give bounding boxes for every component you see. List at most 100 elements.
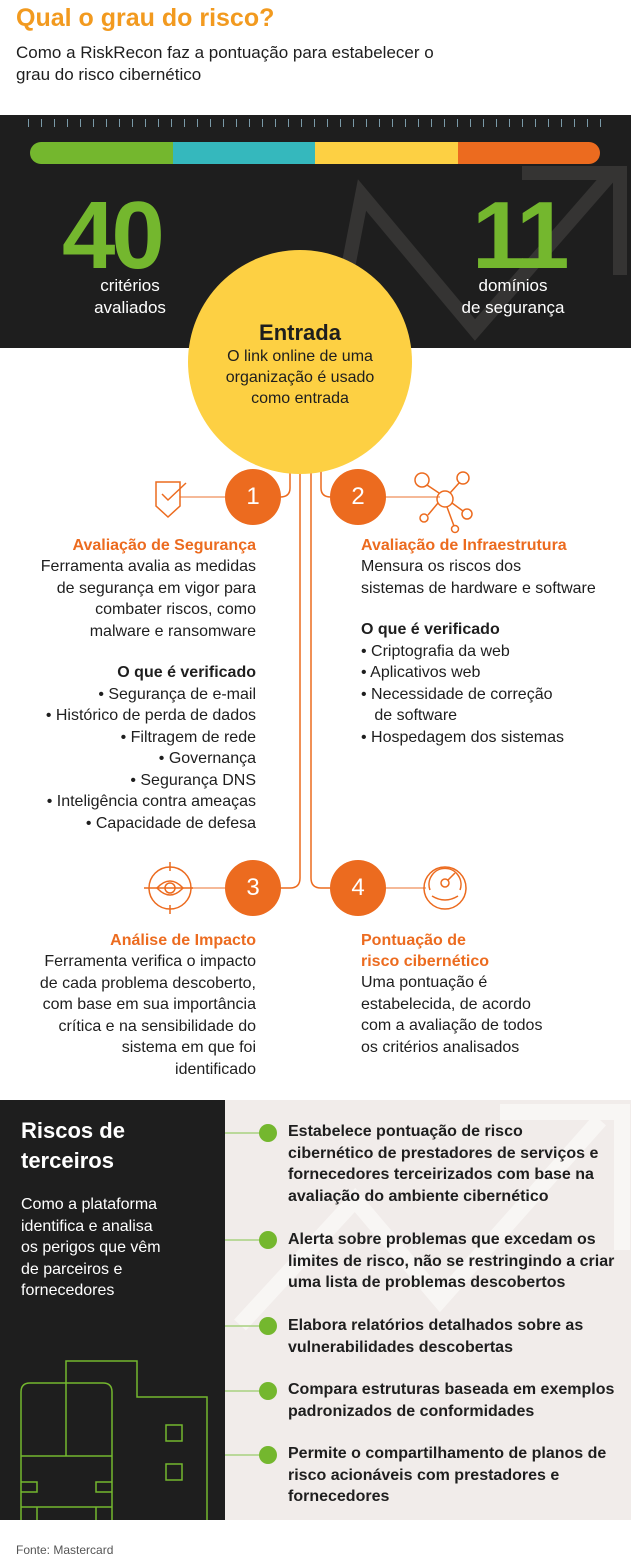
step-3-title: Análise de Impacto [110,932,256,949]
bullet-dot [259,1382,277,1400]
text-line: risco acionáveis com prestadores e [288,1466,560,1484]
step-1-title: Avaliação de Segurança [72,537,257,554]
arrow-background-icon [234,1104,630,1331]
scale-green [30,142,173,164]
step-4-title-2: risco cibernético [361,953,490,970]
step-3-block: Análise de Impacto Ferramenta verifica o… [0,930,256,1080]
step-1-block: Avaliação de Segurança Ferramenta avalia… [0,535,256,834]
text-line: Como a plataforma [21,1196,158,1213]
entry-circle: Entrada O link online de uma organização… [188,250,412,474]
text-line: vulnerabilidades descobertas [288,1338,513,1356]
text-line: • Governança [158,750,256,767]
step-4-text: Uma pontuação é estabelecida, de acordo co… [361,972,631,1058]
feature-item: Estabelece pontuação de risco cibernético… [288,1121,628,1207]
scale-orange [457,142,600,164]
text-line: com base em sua importância [42,996,256,1013]
text-line: identificado [175,1060,256,1078]
bullet-dot [259,1231,277,1249]
text-line: Estabelece pontuação de risco [288,1123,523,1140]
text-line: identifica e analisa [21,1217,153,1235]
text-line: malware e ransomware [89,622,256,640]
text-line: os perigos que vêm [21,1239,161,1256]
label-line: domínios [478,276,548,295]
text-line: cibernético de prestadores de serviços e [288,1144,599,1162]
text-line: Compara estruturas baseada em exemplos [288,1381,615,1398]
page-subtitle: Como a RiskRecon faz a pontuação para es… [16,43,434,84]
text-line: sistemas de hardware e software [361,579,596,597]
network-icon [414,471,473,534]
step-4-badge: 4 [330,860,386,916]
text-line: • Necessidade de correção [361,685,553,703]
step-2-text: Mensura os riscos dos sistemas de hardwar… [361,556,631,599]
text-line: Ferramenta avalia as medidas [40,558,256,575]
label-line: de segurança [461,298,565,317]
step-3-badge: 3 [225,860,281,916]
text-line: Elabora relatórios detalhados sobre as [288,1317,584,1334]
text-line: de cada problema descoberto, [39,974,256,992]
text-line: estabelecida, de acordo [361,995,531,1013]
step-1-text: Ferramenta avalia as medidas de segurança… [0,556,256,642]
text-line: • Hospedagem dos sistemas [361,728,565,746]
label-line: avaliados [94,298,166,317]
entry-text: O link online de uma organização é usado… [225,348,375,407]
text-line: com a avaliação de todos [361,1017,543,1034]
step-4-block: Pontuação de risco cibernético Uma pontu… [361,930,631,1058]
text-line: avaliação do ambiente cibernético [288,1187,549,1205]
step-2-badge: 2 [330,469,386,525]
text-line: de parceiros e [21,1260,123,1278]
bullet-dot [259,1124,277,1142]
text-line: • Filtragem de rede [120,728,256,746]
text-line: • Segurança de e-mail [98,685,256,703]
gauge-icon [423,866,467,910]
text-line: crítica e na sensibilidade do [58,1017,256,1035]
text-line: Mensura os riscos dos [361,558,522,575]
scale-teal [172,142,315,164]
text-line: sistema em que foi [121,1039,256,1056]
tick-ruler [28,119,602,127]
step-2-checked-list: • Criptografia da web • Aplicativos web • … [361,641,631,749]
text-line: Alerta sobre problemas que excedam os [288,1231,596,1248]
step-2-block: Avaliação de Infraestrutura Mensura os r… [361,535,631,748]
text-line: uma lista de problemas descobertos [288,1274,566,1291]
stat-domains-label: domínios de segurança [448,275,578,319]
text-line: de segurança em vigor para [56,579,256,597]
step-4-title-1: Pontuação de [361,932,466,949]
text-line: • Histórico de perda de dados [45,707,256,724]
page-title: Qual o grau do risco? [16,4,275,32]
text-line: Ferramenta verifica o impacto [44,953,256,970]
bullet-dot [259,1317,277,1335]
step-2-title: Avaliação de Infraestrutura [361,537,567,554]
text-line: padronizados de conformidades [288,1402,535,1420]
text-line: Permite o compartilhamento de planos de [288,1445,607,1462]
feature-item: Permite o compartilhamento de planos de r… [288,1443,628,1508]
text-line: combater riscos, como [95,601,256,618]
text-line: • Inteligência contra ameaças [46,793,256,810]
step-3-text: Ferramenta verifica o impacto de cada pro… [0,951,256,1080]
flow-connectors [144,440,473,914]
text-line: • Segurança DNS [130,771,256,789]
shield-check-icon [155,481,187,519]
feature-item: Alerta sobre problemas que excedam os lim… [288,1229,628,1294]
third-party-text: Como a plataforma identifica e analisa os … [21,1194,221,1302]
text-line: • Criptografia da web [361,642,510,660]
eye-target-icon [144,862,193,914]
scale-yellow [315,142,458,164]
step-1-checked-title: O que é verificado [117,664,256,681]
text-line: fornecedores [288,1488,390,1505]
title-line: terceiros [21,1148,114,1173]
buildings-icon [20,1360,208,1520]
text-line: • Aplicativos web [361,664,481,681]
entry-title: Entrada [259,320,341,345]
text-line: fornecedores terceirizados com base na [288,1166,594,1183]
feature-item: Elabora relatórios detalhados sobre as vu… [288,1315,628,1358]
bullet-dot [259,1446,277,1464]
step-2-checked-title: O que é verificado [361,621,500,638]
risk-scale-bar [30,142,600,164]
stat-domains-value: 11 [472,182,570,289]
text-line: limites de risco, não se restringindo a … [288,1252,615,1270]
text-line: Uma pontuação é [361,974,488,991]
item-connectors [225,1132,265,1456]
text-line: • Capacidade de defesa [85,814,256,832]
feature-item: Compara estruturas baseada em exemplos pa… [288,1379,628,1422]
